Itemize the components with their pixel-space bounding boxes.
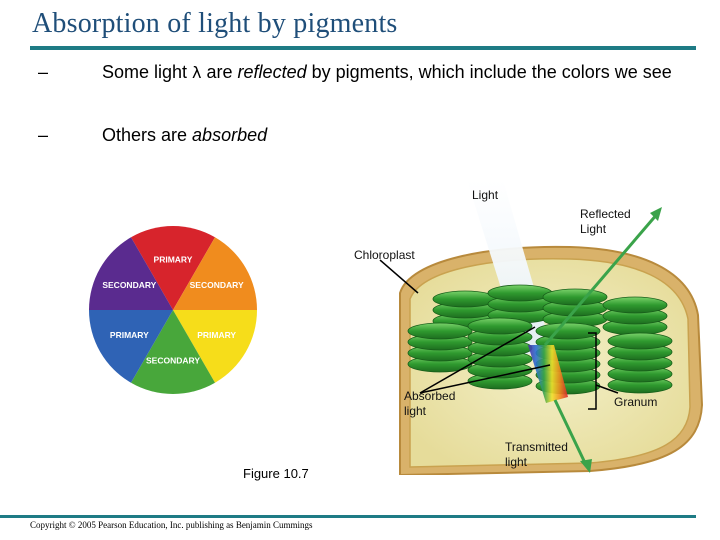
slide-title: Absorption of light by pigments [32, 8, 398, 39]
wheel-segment-label: PRIMARY [197, 330, 236, 340]
chloroplast-pointer [379, 259, 419, 294]
wheel-segment-label: SECONDARY [190, 280, 244, 290]
label-absorbed-light: Absorbed light [404, 389, 456, 418]
thylakoid-disc [487, 284, 553, 302]
bullet-text: Some light λ are reflected by pigments, … [102, 60, 692, 85]
footer-rule [0, 515, 696, 518]
bullet-dash: – [38, 62, 49, 82]
label-transmitted-light: Transmitted light [505, 440, 568, 469]
title-underline [30, 46, 696, 50]
wheel-segment [89, 310, 173, 383]
bullet-emphasis: reflected [237, 62, 307, 82]
label-reflected-light: Reflected Light [580, 207, 631, 236]
reflected-arrowhead [650, 207, 662, 221]
thylakoid-disc [407, 322, 473, 340]
wheel-segment [89, 237, 173, 310]
thylakoid-disc [607, 332, 673, 350]
label-chloroplast: Chloroplast [354, 248, 415, 262]
wheel-segment-label: SECONDARY [146, 355, 200, 365]
bullet-text-part: by pigments, which include the colors we… [306, 62, 672, 82]
absorbed-pointer-2 [419, 364, 551, 394]
wheel-segment-label: SECONDARY [102, 280, 156, 290]
wheel-segment [173, 237, 257, 310]
color-wheel: PRIMARY SECONDARY PRIMARY SECONDARY PRIMARY S… [89, 226, 257, 394]
wheel-segment [131, 310, 215, 394]
thylakoid-disc [432, 290, 498, 308]
granum-pointer [595, 384, 619, 394]
thylakoid-disc [467, 317, 533, 335]
thylakoid-disc [535, 322, 601, 340]
wheel-segment-label: PRIMARY [154, 255, 193, 265]
bullet-dash: – [38, 125, 49, 145]
thylakoid-disc [602, 296, 668, 314]
bullet-text: Others are absorbed [102, 123, 692, 147]
color-wheel-segments: PRIMARY SECONDARY PRIMARY SECONDARY PRIMARY S… [89, 226, 257, 394]
label-granum: Granum [614, 395, 658, 409]
bullet-text-part: Some light [102, 62, 193, 82]
label-light: Light [472, 188, 499, 202]
transmitted-arrowhead [580, 459, 592, 473]
absorbed-pointer [419, 326, 536, 394]
bullet-emphasis: absorbed [192, 125, 268, 145]
bullet-text-part: are [201, 62, 238, 82]
copyright-notice: Copyright © 2005 Pearson Education, Inc.… [30, 520, 313, 530]
figure-caption: Figure 10.7 [243, 466, 309, 481]
wheel-segment-label: PRIMARY [110, 330, 149, 340]
wheel-segment [173, 310, 257, 383]
transmitted-light-arrow [553, 399, 588, 466]
chloroplast-diagram [379, 180, 704, 475]
reflected-light-arrow [543, 212, 660, 346]
thylakoid-disc [542, 288, 608, 306]
lambda-symbol: λ [192, 63, 202, 82]
spectrum-prism [528, 345, 568, 403]
granum-bracket [588, 332, 597, 410]
wheel-segment [131, 226, 215, 310]
bullet-text-part: Others are [102, 125, 193, 145]
